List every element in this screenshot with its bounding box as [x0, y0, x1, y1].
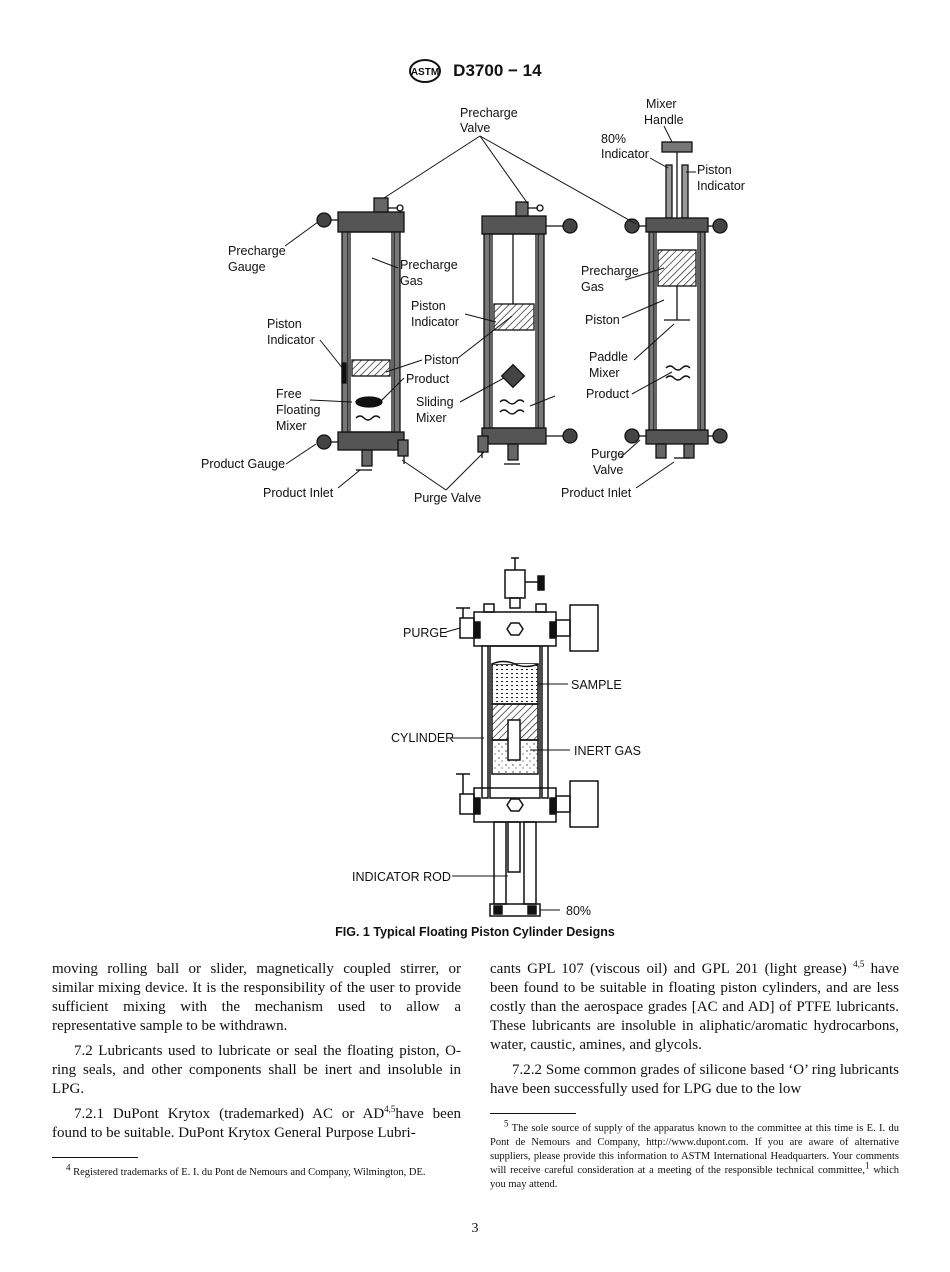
leader-lines-top — [284, 125, 696, 491]
footnote-rule — [52, 1157, 138, 1158]
paragraph-7-2-2: 7.2.2 Some common grades of silicone bas… — [490, 1062, 899, 1097]
bottom-cylinder-diagram — [456, 557, 599, 917]
figure-caption: FIG. 1 Typical Floating Piston Cylinder … — [335, 925, 615, 939]
paragraph: moving rolling ball or slider, magnetica… — [52, 961, 461, 1034]
footnote-rule — [490, 1113, 576, 1114]
label-piston-indicator-right-2: Indicator — [697, 179, 745, 193]
paragraph-cont: cants GPL 107 (viscous oil) and GPL 201 … — [490, 959, 899, 1054]
footnote-5: 5 The sole source of supply of the appar… — [490, 1118, 899, 1190]
label-sample: SAMPLE — [571, 678, 622, 692]
label-indicator-rod: INDICATOR ROD — [352, 870, 451, 884]
label-cylinder: CYLINDER — [391, 731, 454, 745]
figure-1: Precharge Valve Mixer Handle 80% Indicat… — [201, 97, 745, 918]
label-precharge-gauge-1: Precharge — [228, 244, 286, 258]
label-paddle-mixer-1: Paddle — [589, 350, 628, 364]
astm-logo-icon: ASTM — [409, 59, 442, 83]
label-piston-right: Piston — [585, 313, 620, 327]
label-precharge-gas-right-1: Precharge — [581, 264, 639, 278]
label-80-indicator-1: 80% — [601, 132, 626, 146]
label-precharge-gauge-2: Gauge — [228, 260, 266, 274]
page-number: 3 — [471, 1221, 479, 1236]
middle-cylinder — [477, 201, 578, 465]
label-precharge-gas-mid-2: Gas — [400, 274, 423, 288]
label-purge-valve-right-1: Purge — [591, 447, 624, 461]
page-header: ASTM D3700 − 14 — [0, 58, 950, 84]
label-piston-indicator-mid-1: Piston — [411, 299, 446, 313]
label-sliding-mixer-2: Mixer — [416, 411, 447, 425]
footnote-4: 4 Registered trademarks of E. I. du Pont… — [66, 1162, 426, 1178]
label-precharge-valve-1: Precharge — [460, 106, 518, 120]
label-purge-valve-mid: Purge Valve — [414, 491, 481, 505]
label-purge-valve-right-2: Valve — [593, 463, 623, 477]
paragraph-7-2-1: 7.2.1 DuPont Krytox (trademarked) AC or … — [52, 1104, 461, 1142]
label-free-floating-mixer-2: Floating — [276, 403, 321, 417]
label-product-gauge: Product Gauge — [201, 457, 285, 471]
label-product-inlet-left: Product Inlet — [263, 486, 334, 500]
label-product-left: Product — [406, 372, 450, 386]
label-piston-indicator-left-1: Piston — [267, 317, 302, 331]
label-80-indicator-2: Indicator — [601, 147, 649, 161]
label-piston-indicator-left-2: Indicator — [267, 333, 315, 347]
label-purge: PURGE — [403, 626, 447, 640]
label-product-inlet-right: Product Inlet — [561, 486, 632, 500]
left-cylinder — [316, 197, 409, 471]
label-paddle-mixer-2: Mixer — [589, 366, 620, 380]
label-piston-indicator-mid-2: Indicator — [411, 315, 459, 329]
leader-lines-bottom — [445, 627, 570, 911]
right-cylinder — [624, 141, 728, 459]
label-mixer-handle-1: Mixer — [646, 97, 677, 111]
right-column: cants GPL 107 (viscous oil) and GPL 201 … — [490, 960, 899, 1192]
label-mixer-handle-2: Handle — [644, 113, 684, 127]
label-inert-gas: INERT GAS — [574, 744, 641, 758]
label-precharge-gas-right-2: Gas — [581, 280, 604, 294]
label-piston-left: Piston — [424, 353, 459, 367]
designation: D3700 − 14 — [453, 61, 542, 80]
label-piston-indicator-right-1: Piston — [697, 163, 732, 177]
label-precharge-gas-mid-1: Precharge — [400, 258, 458, 272]
label-product-right: Product — [586, 387, 630, 401]
label-free-floating-mixer-1: Free — [276, 387, 302, 401]
svg-text:ASTM: ASTM — [411, 67, 439, 78]
left-column: moving rolling ball or slider, magnetica… — [52, 960, 461, 1180]
label-free-floating-mixer-3: Mixer — [276, 419, 307, 433]
label-sliding-mixer-1: Sliding — [416, 395, 454, 409]
label-precharge-valve-2: Valve — [460, 121, 490, 135]
label-80pct: 80% — [566, 904, 591, 918]
paragraph-7-2: 7.2 Lubricants used to lubricate or seal… — [52, 1043, 461, 1097]
